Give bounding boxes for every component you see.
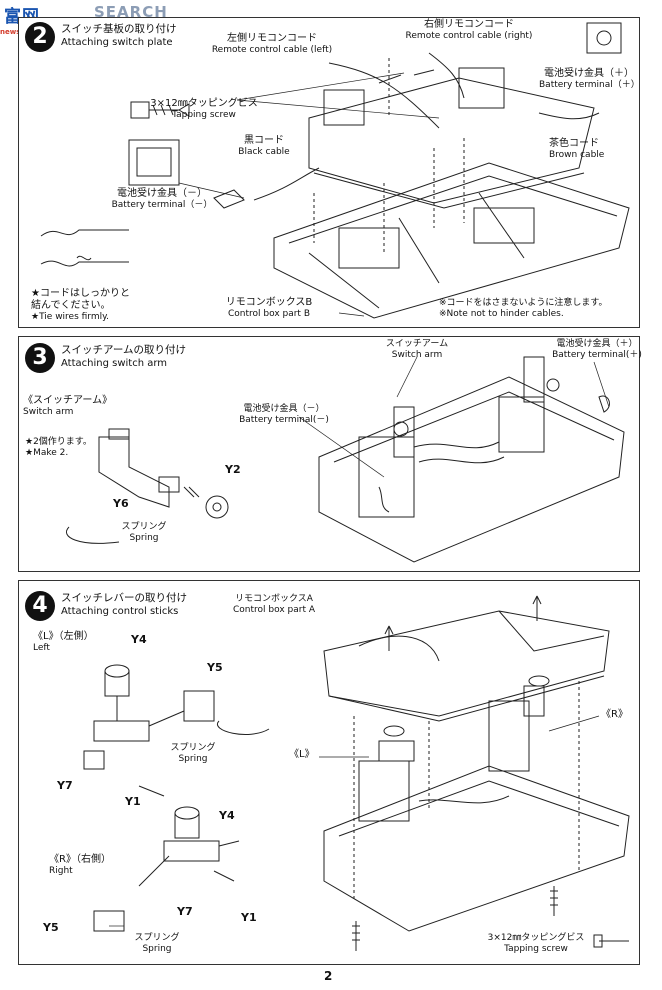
part-y4-right-label: Y4 xyxy=(219,809,235,822)
screw-en: Tapping screw xyxy=(172,110,236,120)
step-4-left-heading: 《L》（左側） Left xyxy=(33,631,123,654)
part-y4-left-label: Y4 xyxy=(131,633,147,646)
arm-heading-en: Switch arm xyxy=(23,407,74,417)
step-2-number: 2 xyxy=(25,22,55,52)
spring-left-en: Spring xyxy=(178,754,208,764)
part-y2-label: Y2 xyxy=(225,463,241,476)
batt-minus-en: Battery terminal（－） xyxy=(111,200,213,210)
step-4-mark-r: 《R》 xyxy=(601,709,628,720)
step-3-title-en: Attaching switch arm xyxy=(61,358,168,369)
step-2-tie-note: ★コードはしっかりと 結んでください。 ★Tie wires firmly. xyxy=(31,288,171,323)
step-3-make-note: ★2個作ります。 ★Make 2. xyxy=(25,437,105,459)
step-4-title-en: Attaching control sticks xyxy=(61,606,179,617)
step-3-switch-arm-label: スイッチアーム Switch arm xyxy=(377,339,457,361)
step-4-panel: 4 スイッチレバーの取り付け Attaching control sticks xyxy=(18,580,640,965)
right-heading-en: Right xyxy=(49,866,73,876)
step-2-box-b-label: リモコンボックスB Control box part B xyxy=(209,297,329,320)
black-cable-jp: 黒コード xyxy=(244,135,284,146)
cable-note-jp: ※コードをはさまないように注意します。 xyxy=(439,298,608,308)
part-y5-left-label: Y5 xyxy=(207,661,223,674)
part-y7-right-label: Y7 xyxy=(177,905,193,918)
brown-cable-jp: 茶色コード xyxy=(549,138,599,149)
step-2-black-cable-label: 黒コード Black cable xyxy=(234,135,294,158)
spring-right-jp: スプリング xyxy=(134,933,180,943)
tie-en: ★Tie wires firmly. xyxy=(31,312,110,322)
box-a-jp: リモコンボックスA xyxy=(235,594,313,604)
box-b-jp: リモコンボックスB xyxy=(225,297,313,308)
step-3-number: 3 xyxy=(25,343,55,373)
page-number: 2 xyxy=(324,969,333,983)
step-4-box-a-label: リモコンボックスA Control box part A xyxy=(219,594,329,616)
remote-right-en: Remote control cable (right) xyxy=(405,31,533,41)
brown-cable-en: Brown cable xyxy=(549,150,605,160)
step-2-title-jp: スイッチ基板の取り付け xyxy=(61,23,177,35)
make-en: ★Make 2. xyxy=(25,448,69,458)
step-4-screw-label: 3×12㎜タッピングビス Tapping screw xyxy=(481,933,591,955)
step-2-batt-minus-label: 電池受け金具（－） Battery terminal（－） xyxy=(107,188,217,211)
step-2-brown-cable-label: 茶色コード Brown cable xyxy=(549,138,629,161)
step-2-cable-note: ※コードをはさまないように注意します。 ※Note not to hinder … xyxy=(439,297,634,320)
step-3-batt-minus-label: 電池受け金具（－） Battery terminal(－) xyxy=(234,404,334,426)
step-4-spring-right-label: スプリング Spring xyxy=(127,933,187,955)
spring-left-jp: スプリング xyxy=(170,743,216,753)
switch-arm-jp: スイッチアーム xyxy=(385,339,449,349)
screw-jp: 3×12㎜タッピングビス xyxy=(150,98,258,109)
batt-minus-jp: 電池受け金具（－） xyxy=(117,188,207,199)
spring-right-en: Spring xyxy=(142,944,172,954)
batt-minus-3-en: Battery terminal(－) xyxy=(239,415,329,425)
part-y1-left-label: Y1 xyxy=(125,795,141,808)
box-a-en: Control box part A xyxy=(233,605,315,615)
arm-heading-jp: 《スイッチアーム》 xyxy=(23,395,113,406)
step-3-illustration xyxy=(66,356,625,563)
batt-minus-3-jp: 電池受け金具（－） xyxy=(243,404,325,414)
batt-plus-3-jp: 電池受け金具（＋） xyxy=(556,339,638,349)
tie-jp-1: ★コードはしっかりと xyxy=(31,288,130,299)
step-2-remote-left-label: 左側リモコンコード Remote control cable (left) xyxy=(207,33,337,56)
left-heading-en: Left xyxy=(33,643,50,653)
step-2-batt-plus-label: 電池受け金具（＋） Battery terminal（＋） xyxy=(539,68,640,91)
step-3-arm-heading: 《スイッチアーム》 Switch arm xyxy=(23,395,143,418)
left-heading-jp: 《L》（左側） xyxy=(33,631,94,642)
batt-plus-en: Battery terminal（＋） xyxy=(539,80,640,90)
part-y1-right-label: Y1 xyxy=(241,911,257,924)
step-4-mark-l: 《L》 xyxy=(289,749,315,760)
step-3-spring-label: スプリング Spring xyxy=(114,522,174,544)
part-y7-left-label: Y7 xyxy=(57,779,73,792)
step-2-panel: 2 スイッチ基板の取り付け Attaching switch plate xyxy=(18,17,640,328)
remote-left-jp: 左側リモコンコード xyxy=(227,33,317,44)
cable-note-en: ※Note not to hinder cables. xyxy=(439,309,564,319)
step-3-title-jp: スイッチアームの取り付け xyxy=(61,344,187,356)
step-2-screw-label: 3×12㎜タッピングビス Tapping screw xyxy=(149,98,259,121)
batt-plus-jp: 電池受け金具（＋） xyxy=(544,68,634,79)
right-heading-jp: 《R》（右側） xyxy=(49,854,111,865)
step-4-right-heading: 《R》（右側） Right xyxy=(49,854,139,877)
box-b-en: Control box part B xyxy=(227,309,310,319)
make-jp: ★2個作ります。 xyxy=(25,437,92,447)
part-y5-right-label: Y5 xyxy=(43,921,59,934)
step-3-panel: 3 スイッチアームの取り付け Attaching switch arm xyxy=(18,336,642,572)
step-2-illustration xyxy=(40,22,630,319)
spring-en: Spring xyxy=(129,533,159,543)
switch-arm-en: Switch arm xyxy=(391,350,443,360)
step-4-spring-left-label: スプリング Spring xyxy=(163,743,223,765)
step-4-title-jp: スイッチレバーの取り付け xyxy=(61,592,187,604)
remote-left-en: Remote control cable (left) xyxy=(211,45,333,55)
black-cable-en: Black cable xyxy=(238,147,290,157)
remote-right-jp: 右側リモコンコード xyxy=(424,19,514,30)
step-2-remote-right-label: 右側リモコンコード Remote control cable (right) xyxy=(399,19,539,42)
spring-jp: スプリング xyxy=(121,522,167,532)
step-4-illustration xyxy=(83,595,630,951)
tie-jp-2: 結んでください。 xyxy=(31,300,111,311)
batt-plus-3-en: Battery terminal(＋) xyxy=(552,350,642,360)
step-3-batt-plus-label: 電池受け金具（＋） Battery terminal(＋) xyxy=(552,339,642,361)
screw-4-en: Tapping screw xyxy=(504,944,568,954)
step-2-title-en: Attaching switch plate xyxy=(61,37,173,48)
step-4-number: 4 xyxy=(25,591,55,621)
watermark-brand: SEARCH xyxy=(94,3,168,21)
part-y6-label: Y6 xyxy=(113,497,129,510)
screw-4-jp: 3×12㎜タッピングビス xyxy=(487,933,585,943)
